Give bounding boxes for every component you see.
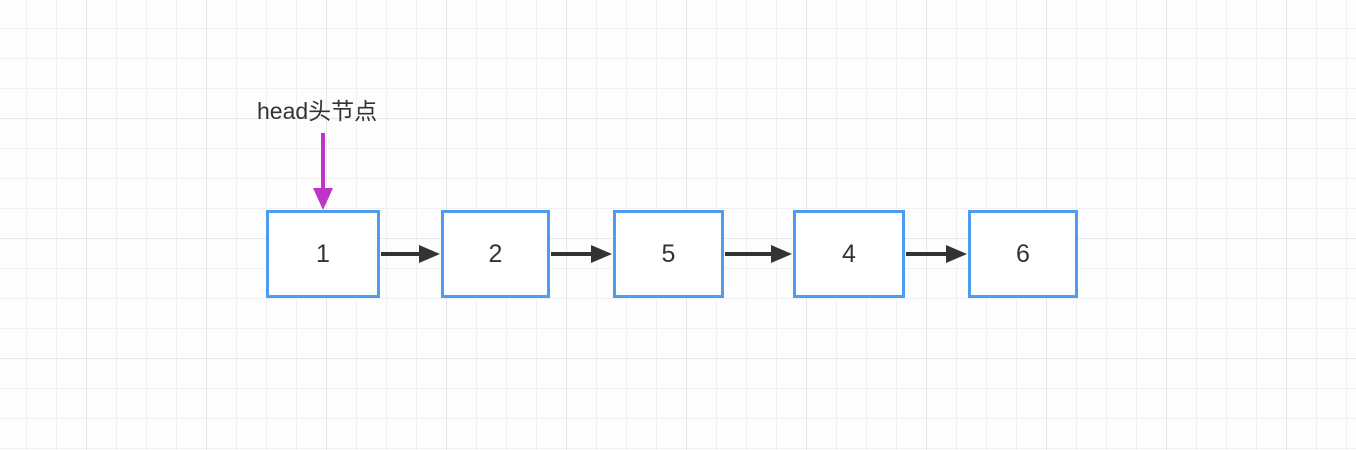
connector-arrowhead-icon [946,245,967,263]
node-value: 6 [1016,239,1030,268]
list-node-2[interactable]: 2 [441,210,550,298]
connector-line [725,252,771,256]
connector-line [551,252,591,256]
connector-arrow-4-to-6[interactable] [906,245,967,263]
head-pointer-arrow[interactable] [312,133,334,210]
node-value: 1 [316,239,330,268]
list-node-6[interactable]: 6 [968,210,1078,298]
connector-arrowhead-icon [771,245,792,263]
head-pointer-arrow-line [321,133,325,188]
connector-line [906,252,946,256]
head-pointer-arrowhead-icon [313,188,333,210]
node-value: 5 [661,239,676,268]
connector-line [381,252,419,256]
head-pointer-label: head头节点 [257,98,378,124]
connector-arrow-2-to-5[interactable] [551,245,612,263]
node-value: 4 [842,239,856,268]
connector-arrowhead-icon [419,245,440,263]
list-node-4[interactable]: 4 [793,210,905,298]
connector-arrow-5-to-4[interactable] [725,245,792,263]
node-value: 2 [488,239,503,268]
list-node-1[interactable]: 1 [266,210,380,298]
list-node-5[interactable]: 5 [613,210,724,298]
connector-arrow-1-to-2[interactable] [381,245,440,263]
connector-arrowhead-icon [591,245,612,263]
